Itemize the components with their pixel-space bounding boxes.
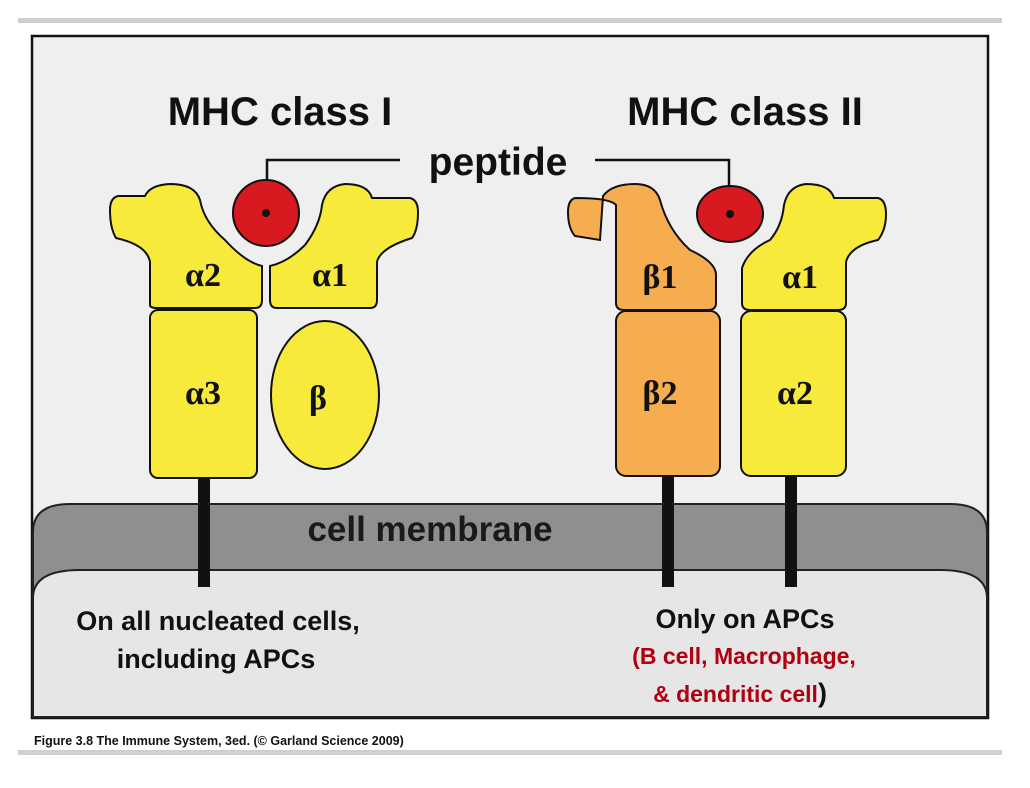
class2-alpha1-domain xyxy=(741,182,888,311)
class1-title: MHC class I xyxy=(168,90,393,134)
class2-beta-stalk xyxy=(662,470,674,587)
class2-beta2-label: β2 xyxy=(643,375,678,412)
class2-caption-line1: Only on APCs xyxy=(655,604,834,634)
class1-beta-label: β xyxy=(309,380,327,417)
class2-caption-close: ) xyxy=(818,678,827,708)
class1-alpha1-label: α1 xyxy=(312,257,348,294)
class1-alpha3-label: α3 xyxy=(185,375,221,412)
class2-beta1-label: β1 xyxy=(643,259,678,296)
class2-caption-line2: (B cell, Macrophage, xyxy=(632,643,856,669)
class2-alpha2-label: α2 xyxy=(777,375,813,412)
class2-alpha2-domain xyxy=(740,310,847,477)
figure-caption: Figure 3.8 The Immune System, 3ed. (© Ga… xyxy=(34,734,404,748)
class1-caption-line2: including APCs xyxy=(117,644,316,674)
class2-caption-line3-text: & dendritic cell xyxy=(653,681,818,707)
peptide-label: peptide xyxy=(429,141,568,184)
top-bar xyxy=(18,18,1002,23)
class1-caption-line1: On all nucleated cells, xyxy=(76,606,360,636)
class1-stalk xyxy=(198,475,210,587)
cytoplasm xyxy=(32,569,988,718)
class2-title: MHC class II xyxy=(627,90,863,134)
class1-alpha1-domain xyxy=(269,182,420,309)
class2-peptide-dot xyxy=(726,210,734,218)
bottom-bar xyxy=(18,750,1002,755)
class1-alpha2-label: α2 xyxy=(185,257,221,294)
class2-alpha1-label: α1 xyxy=(782,259,818,296)
class2-beta2-domain xyxy=(615,310,721,477)
class1-alpha2-domain xyxy=(108,182,263,309)
class1-alpha3-domain xyxy=(149,309,258,479)
class2-caption-line3: & dendritic cell) xyxy=(653,678,827,708)
class2-beta1-domain xyxy=(566,182,717,311)
membrane-label: cell membrane xyxy=(307,510,552,549)
class1-peptide-dot xyxy=(262,209,270,217)
class1-beta2m-domain xyxy=(270,320,380,470)
class2-alpha-stalk xyxy=(785,470,797,587)
